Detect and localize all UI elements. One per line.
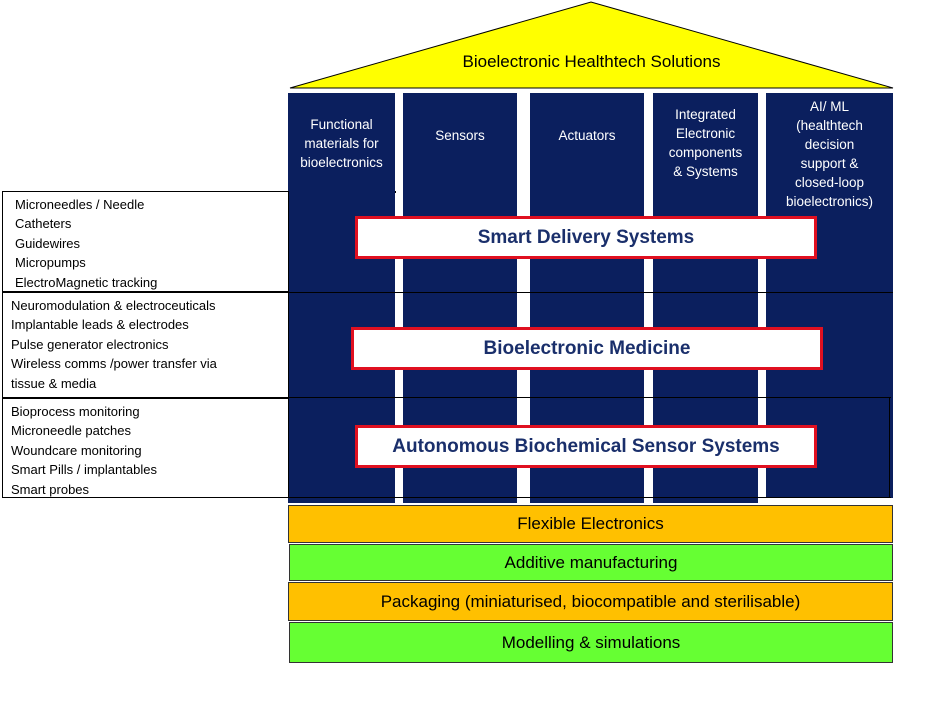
list-item: Bioprocess monitoring [11,404,140,419]
pillar-label: Actuators [558,128,616,143]
list-item: Pulse generator electronics [11,336,169,352]
list-item: Implantable leads & electrodes [11,317,189,333]
band-divider [889,397,890,498]
list-item: Catheters [15,216,72,232]
list-bioelectronic-medicine: Neuromodulation & electroceuticals Impla… [2,292,289,398]
pillar-label: AI/ ML (healthtech decision support & cl… [785,99,874,209]
pillar-ai-ml: AI/ ML (healthtech decision support & cl… [766,93,893,498]
pillar-label: Functional materials for bioelectronics [300,117,383,170]
list-item: Smart probes [11,481,90,497]
band-title-biochemical-sensors: Autonomous Biochemical Sensor Systems [355,425,817,468]
list-item: Wireless comms /power transfer via [11,356,217,372]
band-divider [288,292,893,293]
list-smart-delivery: Microneedles / Needle Catheters Guidewir… [2,191,289,292]
list-item: ElectroMagnetic tracking [15,274,158,290]
list-item: tissue & media [11,375,97,391]
band-divider [288,497,891,498]
layer-additive-manufacturing: Additive manufacturing [289,544,893,581]
list-item: Woundcare monitoring [11,442,142,458]
pillar-label: Integrated Electronic components & Syste… [668,107,743,179]
band-outline-smart-delivery [395,191,396,193]
list-item: Smart Pills / implantables [11,462,157,478]
list-biochemical-sensors: Bioprocess monitoring Microneedle patche… [2,398,289,498]
list-item: Microneedle patches [11,423,131,439]
pillar-functional-materials: Functional materials for bioelectronics [288,93,395,503]
band-title-smart-delivery: Smart Delivery Systems [355,216,817,259]
list-item: Micropumps [15,255,86,271]
layer-modelling-simulations: Modelling & simulations [289,622,893,663]
layer-packaging: Packaging (miniaturised, biocompatible a… [288,582,893,621]
list-item: Microneedles / Needle [15,197,145,212]
band-title-bioelectronic-medicine: Bioelectronic Medicine [351,327,823,370]
roof-title: Bioelectronic Healthtech Solutions [462,52,721,71]
list-item: Neuromodulation & electroceuticals [11,298,216,313]
layer-flexible-electronics: Flexible Electronics [288,505,893,543]
list-item: Guidewires [15,235,81,251]
band-divider [288,397,891,398]
roof-triangle [289,1,894,89]
pillar-label: Sensors [435,128,485,143]
